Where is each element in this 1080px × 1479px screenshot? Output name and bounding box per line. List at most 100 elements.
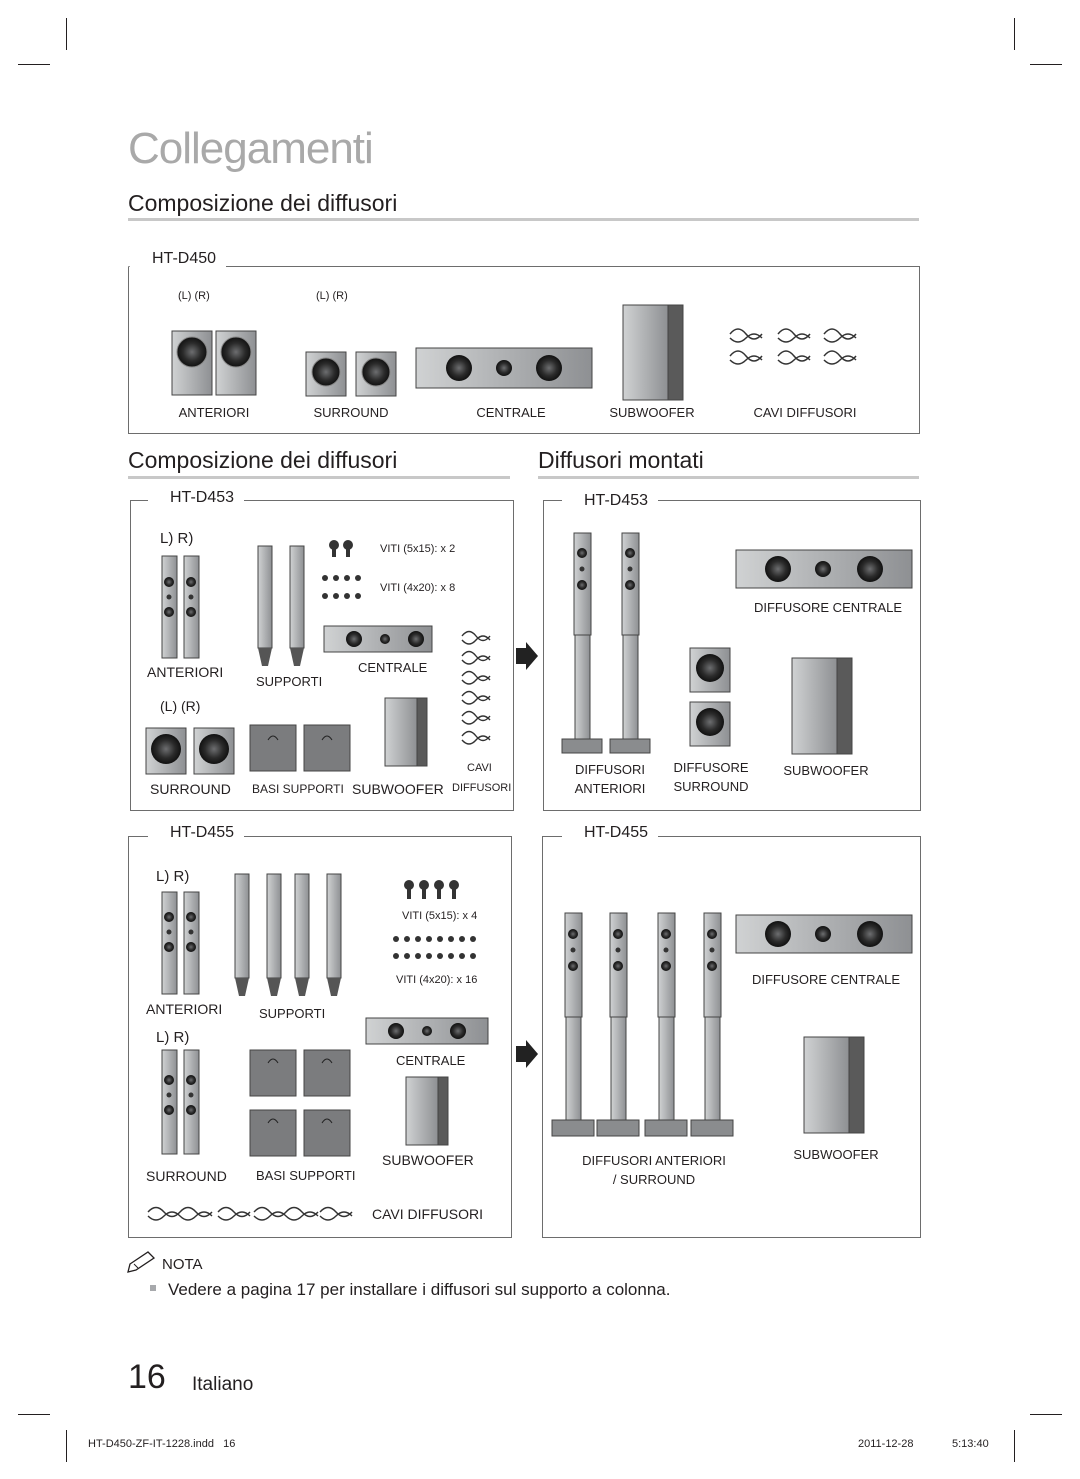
stand-base-2 [303,724,351,772]
label-supporti: SUPPORTI [256,674,323,689]
stand-2 [289,545,305,666]
surround-slim-right [183,1049,200,1155]
crop-mark [18,64,50,65]
label-surround: SURROUND [146,1168,227,1184]
label-diffusori: DIFFUSORI [452,782,512,794]
crop-mark [66,1430,67,1462]
screws-b-label: VITI (4x20): x 16 [396,974,478,986]
arrow-icon [516,1040,538,1068]
subwoofer [803,1036,865,1134]
subwoofer [384,697,428,767]
label-anteriori: ANTERIORI [574,781,646,796]
ht-d455-assembled-label: HT-D455 [562,824,659,842]
label-diffusori: DIFFUSORI [574,762,646,777]
label-cavi-diffusori: CAVI DIFFUSORI [753,405,857,420]
screws-b-label: VITI (4x20): x 8 [380,582,456,594]
screws-large [329,540,353,557]
label-centrale: CENTRALE [476,405,546,420]
page-language: Italiano [192,1374,254,1395]
label-diffusore-centrale: DIFFUSORE CENTRALE [753,600,903,615]
ht-d455-label: HT-D455 [148,824,245,842]
surround-speaker-left [145,727,187,775]
screws-a-label: VITI (5x15): x 4 [402,910,478,922]
label-cavi-diffusori: CAVI DIFFUSORI [372,1206,483,1222]
note-text: Vedere a pagina 17 per installare i diff… [168,1280,671,1299]
screws-a-label: VITI (5x15): x 2 [380,543,456,555]
ht-d453-label: HT-D453 [148,489,245,507]
label-subwoofer: SUBWOOFER [609,405,695,420]
tower-speaker-3 [644,912,688,1137]
front-speaker-left [171,330,213,396]
tower-speaker-4 [690,912,734,1137]
footer-time: 5:13:40 [952,1438,989,1450]
surround-speaker-right [193,727,235,775]
screws-small [393,936,476,959]
label-basi-supporti: BASI SUPPORTI [256,1168,356,1183]
front-slim-left [161,891,178,995]
ht-d450-box [128,266,920,434]
ht-d453-assembled-label: HT-D453 [562,492,659,510]
speaker-cables [729,328,857,365]
stands [234,873,342,996]
tower-speaker-left [561,532,603,754]
center-speaker [323,625,433,653]
lr-surround-label: L) R) [156,1029,190,1046]
label-centrale: CENTRALE [396,1053,466,1068]
label-anteriori: ANTERIORI [178,405,250,420]
label-basi-supporti: BASI SUPPORTI [252,782,344,796]
screws-small [322,575,361,599]
ht-d453-contents-box [130,500,514,811]
crop-mark [1030,1414,1062,1415]
label-anteriori: ANTERIORI [147,664,224,680]
label-diffusore-centrale: DIFFUSORE CENTRALE [751,972,901,987]
section-rule [128,218,919,221]
label-anteriori: ANTERIORI [146,1001,223,1017]
label-subwoofer: SUBWOOFER [382,1152,474,1168]
section-heading: Composizione dei diffusori [128,190,398,216]
speaker-cables [147,1206,353,1221]
label-surround: SURROUND [313,405,389,420]
front-slim-left [161,555,178,659]
ht-d455-contents-box [128,836,512,1238]
label-subwoofer: SUBWOOFER [793,1147,879,1162]
section-rule [128,476,510,479]
label-surround: / SURROUND [612,1172,696,1187]
stand-1 [257,545,273,666]
subwoofer [622,304,684,401]
tower-speaker-right [609,532,651,754]
ht-d453-assembled-box [543,500,921,811]
screws-large [404,880,459,899]
label-subwoofer: SUBWOOFER [783,763,869,778]
subwoofer [791,657,853,755]
lr-front-label: L) R) [160,530,194,547]
surround-speaker-bottom [689,701,731,747]
crop-mark [18,1414,50,1415]
label-subwoofer: SUBWOOFER [352,781,444,797]
surround-speaker-left [305,351,347,397]
label-diffusori-anteriori: DIFFUSORI ANTERIORI [582,1153,726,1168]
surround-speaker-right [355,351,397,397]
speaker-cables [461,630,491,745]
tower-speaker-2 [596,912,640,1137]
label-supporti: SUPPORTI [259,1006,326,1021]
page-number: 16 [128,1358,166,1396]
tower-speaker-1 [551,912,595,1137]
ht-d450-label: HT-D450 [130,250,227,268]
arrow-icon [516,642,538,670]
front-slim-right [183,555,200,659]
surround-speaker-top [689,647,731,693]
lr-surround-label: (L) (R) [160,698,201,714]
stand-base-1 [249,724,297,772]
pencil-icon [127,1251,156,1273]
section-rule [538,476,919,479]
label-surround: SURROUND [150,781,231,797]
lr-front-label: L) R) [156,868,190,885]
label-surround: SURROUND [673,779,749,794]
center-speaker [365,1017,489,1045]
note-heading: NOTA [162,1256,203,1273]
crop-mark [1030,64,1062,65]
